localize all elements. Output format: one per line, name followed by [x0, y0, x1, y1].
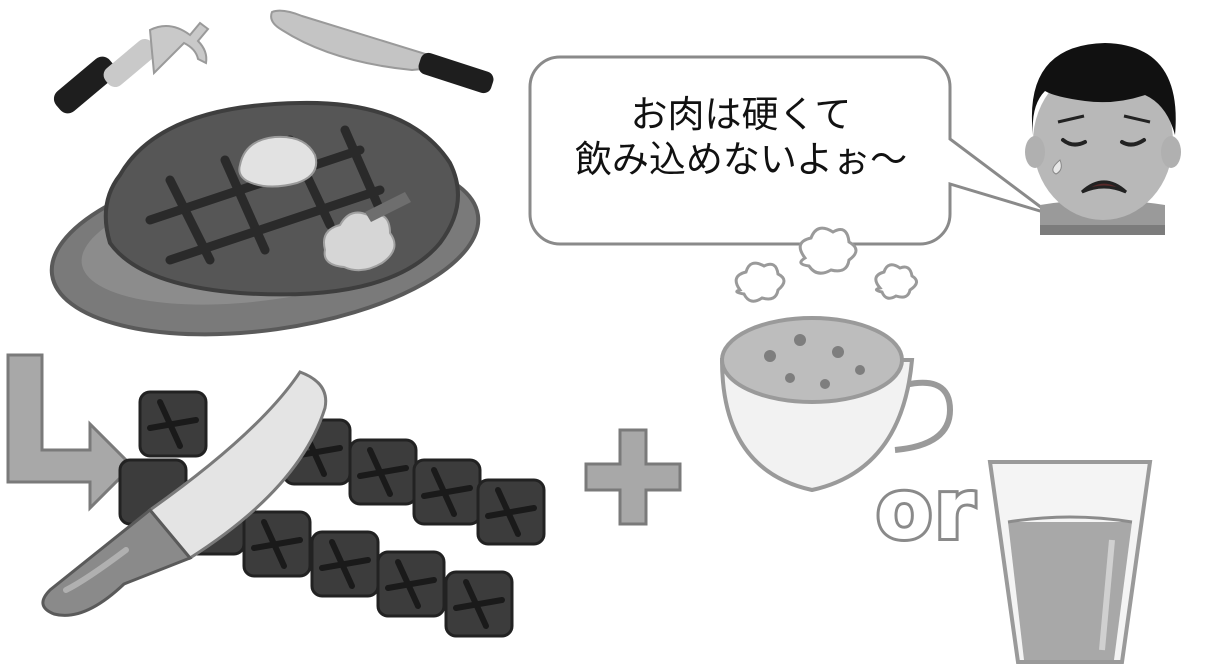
chef-knife-icon [41, 370, 328, 617]
down-right-arrow-icon [6, 353, 135, 512]
soup-cup-icon [719, 226, 954, 493]
juice-glass-icon [987, 460, 1153, 664]
speech-line-1: お肉は硬くて [630, 93, 852, 136]
speech-bubble-text: お肉は硬くて 飲み込めないよぉ〜 [530, 92, 952, 182]
meat-cubes-icon [118, 390, 546, 638]
knife-icon [270, 9, 494, 94]
plus-icon [584, 428, 682, 526]
fork-icon [53, 21, 210, 114]
worried-boy-icon [1025, 43, 1181, 235]
speech-line-2: 飲み込めないよぉ〜 [574, 138, 908, 181]
or-label: or [873, 463, 978, 558]
speech-bubble-shape [528, 55, 1051, 246]
steak-plate-icon [49, 100, 481, 337]
